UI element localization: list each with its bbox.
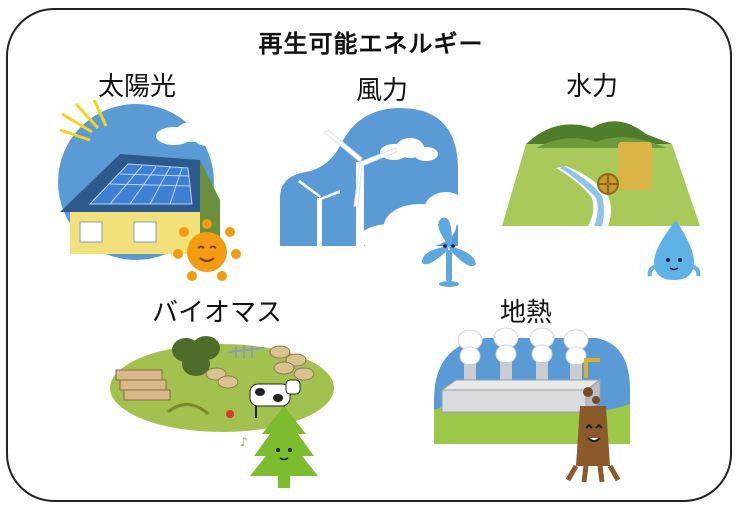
hydro-label: 水力 [566, 72, 619, 102]
svg-text:♪: ♪ [240, 435, 248, 449]
solar-label: 太陽光 [98, 72, 177, 102]
tree-stump-mascot-icon [566, 384, 620, 484]
wind-illustration [270, 106, 470, 256]
diagram-title: 再生可能エネルギー [258, 30, 484, 58]
biomass-illustration [108, 326, 338, 436]
wind-label: 風力 [356, 76, 409, 106]
geothermal-label: 地熱 [500, 298, 553, 328]
hydro-illustration [496, 108, 706, 232]
sun-mascot-icon [172, 218, 242, 284]
solar-illustration [50, 100, 250, 285]
water-drop-mascot-icon [640, 218, 704, 288]
wind-mascot-icon [418, 216, 480, 288]
tree-mascot-icon: ♪ [240, 404, 320, 490]
biomass-label: バイオマス [152, 298, 283, 328]
